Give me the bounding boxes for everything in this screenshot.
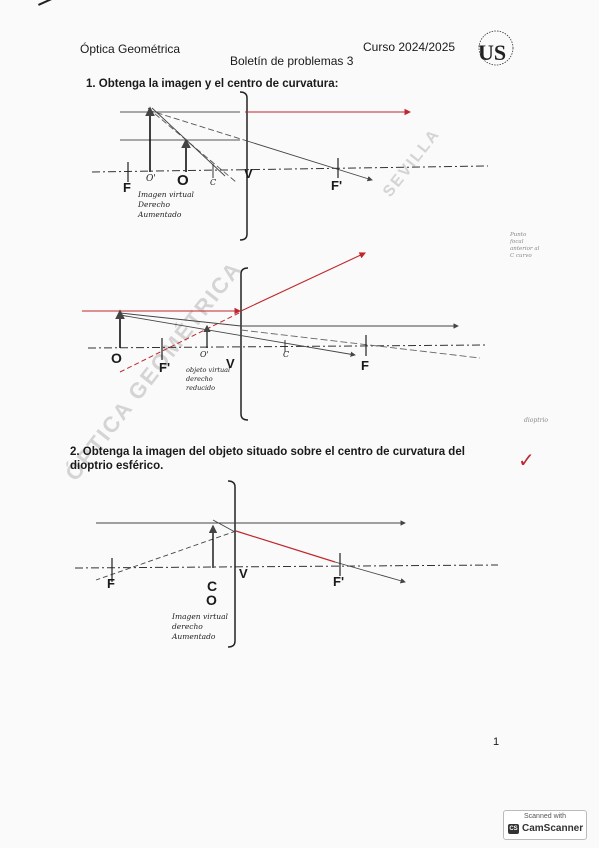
label-1b-focus-F: F (361, 358, 369, 373)
margin-note-1-line-3: anterior al (510, 246, 540, 252)
subject-title: Óptica Geométrica (80, 42, 181, 56)
scanner-caption: Scanned with (523, 813, 567, 820)
problem-2-statement: 2. Obtenga la imagen del objeto situado … (70, 446, 465, 472)
ray-1b-gray-3 (119, 314, 356, 357)
page-number: 1 (493, 736, 500, 748)
label-1b-center-C: C (283, 350, 290, 359)
university-seal-icon: US (478, 30, 514, 66)
note-2-line-2: derecho (172, 622, 203, 631)
ray-1a-chief (151, 107, 226, 177)
label-2-vertex-V: V (239, 566, 248, 581)
label-1b-image-Oprime: O' (200, 350, 209, 359)
label-1a-focus-Fprime: F' (331, 178, 343, 193)
check-mark-icon: ✓ (518, 450, 535, 472)
ray-2-continuation (334, 561, 406, 584)
figure-1b (82, 252, 486, 421)
label-1b-vertex-V: V (226, 356, 235, 371)
margin-note-2: dioptrio (524, 417, 549, 424)
ray-2-dashed-back (95, 530, 237, 581)
ray-2-refracted-red (235, 530, 336, 563)
note-2-line-3: Aumentado (172, 632, 216, 641)
note-1a-line-1: Imagen virtual (138, 190, 194, 199)
optical-axis-1a (91, 165, 489, 173)
figure-1a (91, 91, 489, 241)
label-1a-focus-F: F (123, 180, 131, 195)
note-1b-line-2: derecho (186, 375, 213, 383)
note-1a-line-2: Derecho (138, 200, 171, 209)
dioptre-surface-1a (239, 91, 248, 241)
course-year: Curso 2024/2025 (363, 40, 456, 54)
label-2-focus-F: F (107, 576, 115, 591)
label-2-center-C: C (207, 578, 218, 594)
label-1a-image-Oprime: O' (146, 174, 156, 184)
ray-1b-red-dashed (119, 311, 242, 373)
label-1a-center-C: C (210, 178, 217, 187)
scanner-brand: CamScanner (522, 823, 584, 834)
figure-2 (74, 480, 499, 648)
ray-1b-refracted-red (240, 252, 366, 312)
dioptre-surface-2 (227, 480, 236, 648)
dioptre-surface-1b (240, 267, 249, 421)
label-1a-vertex-V: V (244, 166, 253, 181)
ray-1b-dashed-extension (240, 329, 481, 359)
label-1b-object-O: O (111, 350, 122, 366)
label-2-object-O: O (206, 592, 217, 608)
problem-1-statement: 1. Obtenga la imagen y el centro de curv… (86, 78, 339, 90)
ray-1b-gray-1 (119, 312, 242, 327)
note-2-line-1: Imagen virtual (172, 612, 228, 621)
optical-axis-1b (87, 344, 486, 349)
note-1a-line-3: Aumentado (138, 210, 182, 219)
margin-note-1-line-1: Punto (510, 232, 527, 238)
note-1b-line-3: reducido (186, 384, 216, 392)
optical-axis-2 (74, 564, 499, 569)
ray-2-chief (212, 519, 236, 533)
label-1a-object-O: O (177, 172, 189, 189)
worksheet-title: Boletín de problemas 3 (230, 54, 354, 68)
note-1b-line-1: objeto virtual (186, 366, 231, 374)
ray-1a-dashed-1 (147, 109, 245, 141)
label-1b-focus-Fprime: F' (159, 360, 171, 375)
camscanner-icon: CS (508, 824, 519, 834)
university-logo: US (470, 28, 518, 72)
margin-note-1-line-2: focal (510, 239, 524, 245)
margin-note-1-line-4: C curvo (510, 253, 532, 259)
ray-1a-to-focus (243, 139, 373, 182)
camscanner-badge: Scanned with CS CamScanner (503, 810, 587, 840)
logo-mark: US (478, 40, 506, 65)
label-2-focus-Fprime: F' (333, 574, 345, 589)
